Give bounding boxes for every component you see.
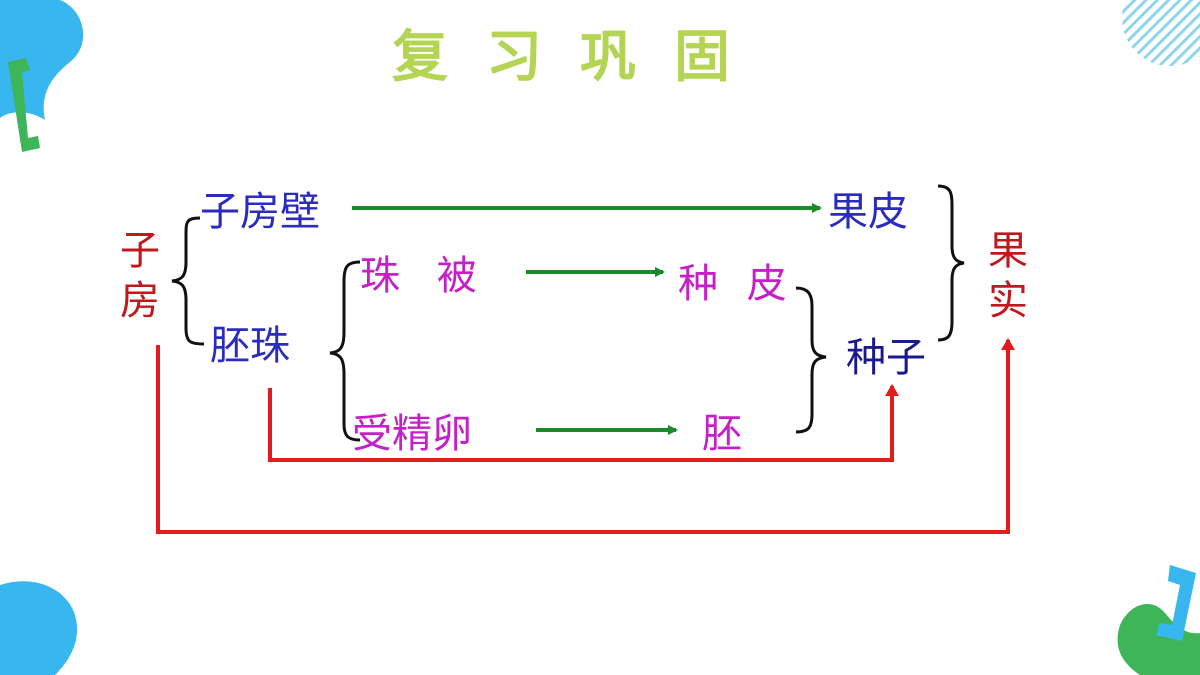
decorative-corner-bottom-left (0, 581, 78, 675)
page-title: 复习巩固 (392, 25, 768, 90)
brace-fruit (937, 184, 965, 342)
node-ovary-wall: 子房壁 (200, 189, 320, 235)
node-fruit: 果实 (988, 228, 1028, 324)
node-fertilized-egg: 受精卵 (352, 411, 472, 457)
node-seed-coat: 种 皮 (678, 261, 795, 307)
brace-ovule (329, 260, 361, 442)
node-seed: 种子 (846, 335, 926, 381)
arrow-ovary-to-fruit (156, 338, 1015, 534)
node-integument: 珠 被 (360, 253, 489, 299)
node-ovule: 胚珠 (210, 323, 290, 369)
arrow-ovule-to-seed (268, 384, 899, 462)
decorative-hatched-circle (1122, 0, 1200, 66)
node-ovary: 子房 (120, 228, 160, 324)
brace-ovary (171, 216, 205, 346)
node-pericarp: 果皮 (828, 189, 908, 235)
decorative-corner-bottom-right (1117, 565, 1200, 675)
node-embryo: 胚 (702, 411, 742, 457)
decorative-corner-top-left (0, 0, 84, 152)
brace-seed (795, 286, 827, 434)
